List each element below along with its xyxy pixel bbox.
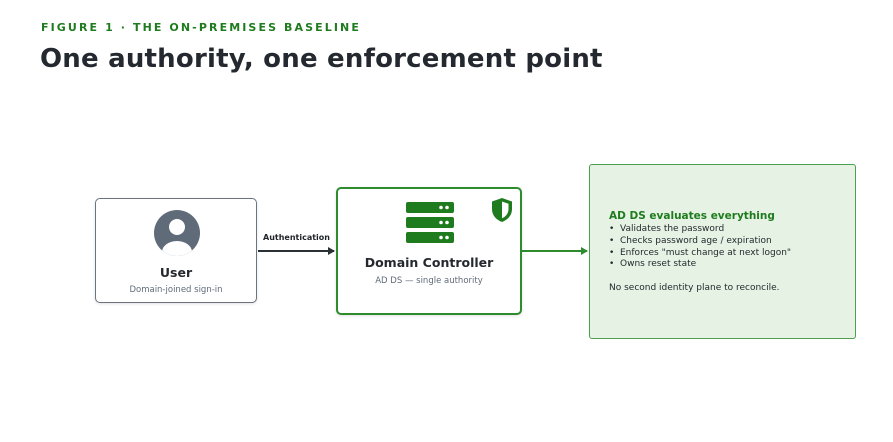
user-node-title: User	[159, 265, 193, 280]
evaluation-list: Validates the password Checks password a…	[609, 224, 791, 271]
server-stack-icon	[406, 202, 454, 243]
user-avatar-icon	[154, 210, 200, 256]
evaluation-panel-heading: AD DS evaluates everything	[609, 210, 775, 222]
user-node: User Domain-joined sign-in	[95, 198, 257, 303]
evaluation-panel: AD DS evaluates everything Validates the…	[589, 164, 856, 339]
domain-controller-title: Domain Controller	[364, 255, 494, 270]
domain-controller-subtitle: AD DS — single authority	[375, 276, 483, 286]
figure-title: One authority, one enforcement point	[40, 44, 603, 74]
evaluation-item: Validates the password	[609, 224, 791, 236]
domain-controller-node: Domain Controller AD DS — single authori…	[336, 187, 522, 315]
evaluation-item: Enforces "must change at next logon"	[609, 248, 791, 260]
user-node-subtitle: Domain-joined sign-in	[129, 285, 223, 295]
authentication-edge-label: Authentication	[260, 231, 333, 244]
evaluation-item: Owns reset state	[609, 259, 791, 271]
shield-icon	[492, 198, 512, 222]
evaluation-panel-note: No second identity plane to reconcile.	[609, 283, 780, 293]
figure-eyebrow: FIGURE 1 · THE ON-PREMISES BASELINE	[41, 21, 361, 34]
evaluation-item: Checks password age / expiration	[609, 236, 791, 248]
